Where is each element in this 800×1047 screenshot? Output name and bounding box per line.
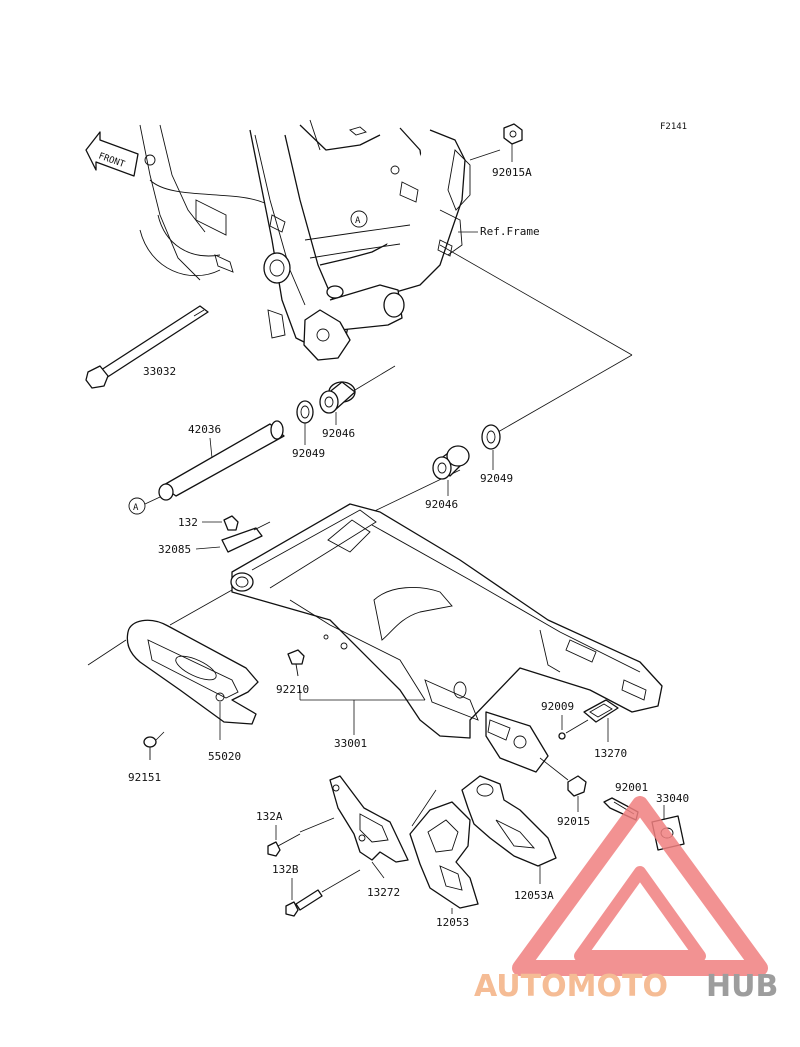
guide-line-92015 <box>539 757 569 781</box>
guide-line-right-to-seal <box>497 354 633 433</box>
watermark-logo: AUTOMOTO HUB <box>474 796 778 1004</box>
part-92049-upper-seal[interactable] <box>296 400 314 424</box>
label-55020: 55020 <box>208 750 241 763</box>
part-92210-bolt[interactable] <box>287 649 305 677</box>
label-33040: 33040 <box>656 792 689 805</box>
label-92049-upper: 92049 <box>292 447 325 460</box>
part-92015a-nut[interactable] <box>503 123 523 162</box>
label-92046-lower: 92046 <box>425 498 458 511</box>
label-13272: 13272 <box>367 886 400 899</box>
diagram-code: F2141 <box>660 122 687 132</box>
label-132a: 132A <box>256 810 283 823</box>
label-12053a: 12053A <box>514 889 554 902</box>
part-92015-nut[interactable] <box>567 775 587 797</box>
label-92001: 92001 <box>615 781 648 794</box>
label-12053: 12053 <box>436 916 469 929</box>
label-32085: 32085 <box>158 543 191 556</box>
part-92151-bolt[interactable] <box>143 736 157 760</box>
ref-marker-lower-text: A <box>133 503 139 513</box>
label-33032: 33032 <box>143 365 176 378</box>
guide-line-32085 <box>253 521 271 531</box>
label-33001: 33001 <box>334 737 367 750</box>
guide-line-132a <box>299 817 335 833</box>
part-132-bolt[interactable] <box>223 515 239 531</box>
part-33032-pivot-bolt[interactable] <box>85 305 209 389</box>
guide-line-55020 <box>87 639 127 666</box>
part-92046-upper-collar[interactable] <box>319 381 356 414</box>
chain-adjuster-block <box>485 711 549 773</box>
watermark-triangle-icon <box>512 796 768 976</box>
label-92049-lower: 92049 <box>480 472 513 485</box>
frame-drawing <box>139 119 471 361</box>
label-92151: 92151 <box>128 771 161 784</box>
front-arrow-icon: FRONT <box>85 131 139 177</box>
part-13270-cover-plate[interactable] <box>583 699 619 723</box>
label-92015: 92015 <box>557 815 590 828</box>
ref-marker-upper-text: A <box>355 216 361 226</box>
leader-32085 <box>195 546 221 550</box>
part-55020-chain-cover[interactable] <box>126 619 259 725</box>
leader-13272 <box>371 861 385 879</box>
watermark-text-hub: HUB <box>706 969 778 1004</box>
part-12053a-guide-pad[interactable] <box>461 775 557 867</box>
part-33001-swing-arm[interactable] <box>230 503 663 739</box>
label-92009: 92009 <box>541 700 574 713</box>
label-13270: 13270 <box>594 747 627 760</box>
label-42036: 42036 <box>188 423 221 436</box>
guide-line-upper-collar <box>354 365 396 391</box>
label-132: 132 <box>178 516 198 529</box>
part-132b-bolt[interactable] <box>285 889 323 917</box>
leader-42036 <box>209 437 213 459</box>
part-92046-lower-collar[interactable] <box>432 445 470 480</box>
guide-line-55020-top <box>169 589 233 626</box>
label-92046-upper: 92046 <box>322 427 355 440</box>
ref-marker-lower <box>128 497 146 515</box>
ref-frame-label: Ref.Frame <box>480 225 540 238</box>
part-32085-guard[interactable] <box>221 527 263 553</box>
guide-line-13270 <box>565 719 589 734</box>
label-92210: 92210 <box>276 683 309 696</box>
watermark-text-automoto: AUTOMOTO <box>474 969 668 1004</box>
part-12053-chain-guide[interactable] <box>409 801 479 909</box>
label-132b: 132B <box>272 863 299 876</box>
guide-line-frame-right <box>439 244 633 356</box>
part-132a-bolt[interactable] <box>267 833 301 857</box>
label-92015a: 92015A <box>492 166 532 179</box>
guide-line-12053 <box>411 789 437 827</box>
part-92049-lower-seal[interactable] <box>481 424 501 450</box>
ref-marker-upper <box>350 210 368 228</box>
part-13272-chain-guide-plate[interactable] <box>329 775 409 863</box>
leader-ref-marker-lower <box>144 496 161 505</box>
part-92009-screw[interactable] <box>558 732 566 740</box>
leader-92151 <box>155 731 165 741</box>
leader-92015a <box>469 149 501 161</box>
part-42036-pivot-sleeve[interactable] <box>158 420 285 501</box>
guide-line-132b <box>321 869 361 893</box>
